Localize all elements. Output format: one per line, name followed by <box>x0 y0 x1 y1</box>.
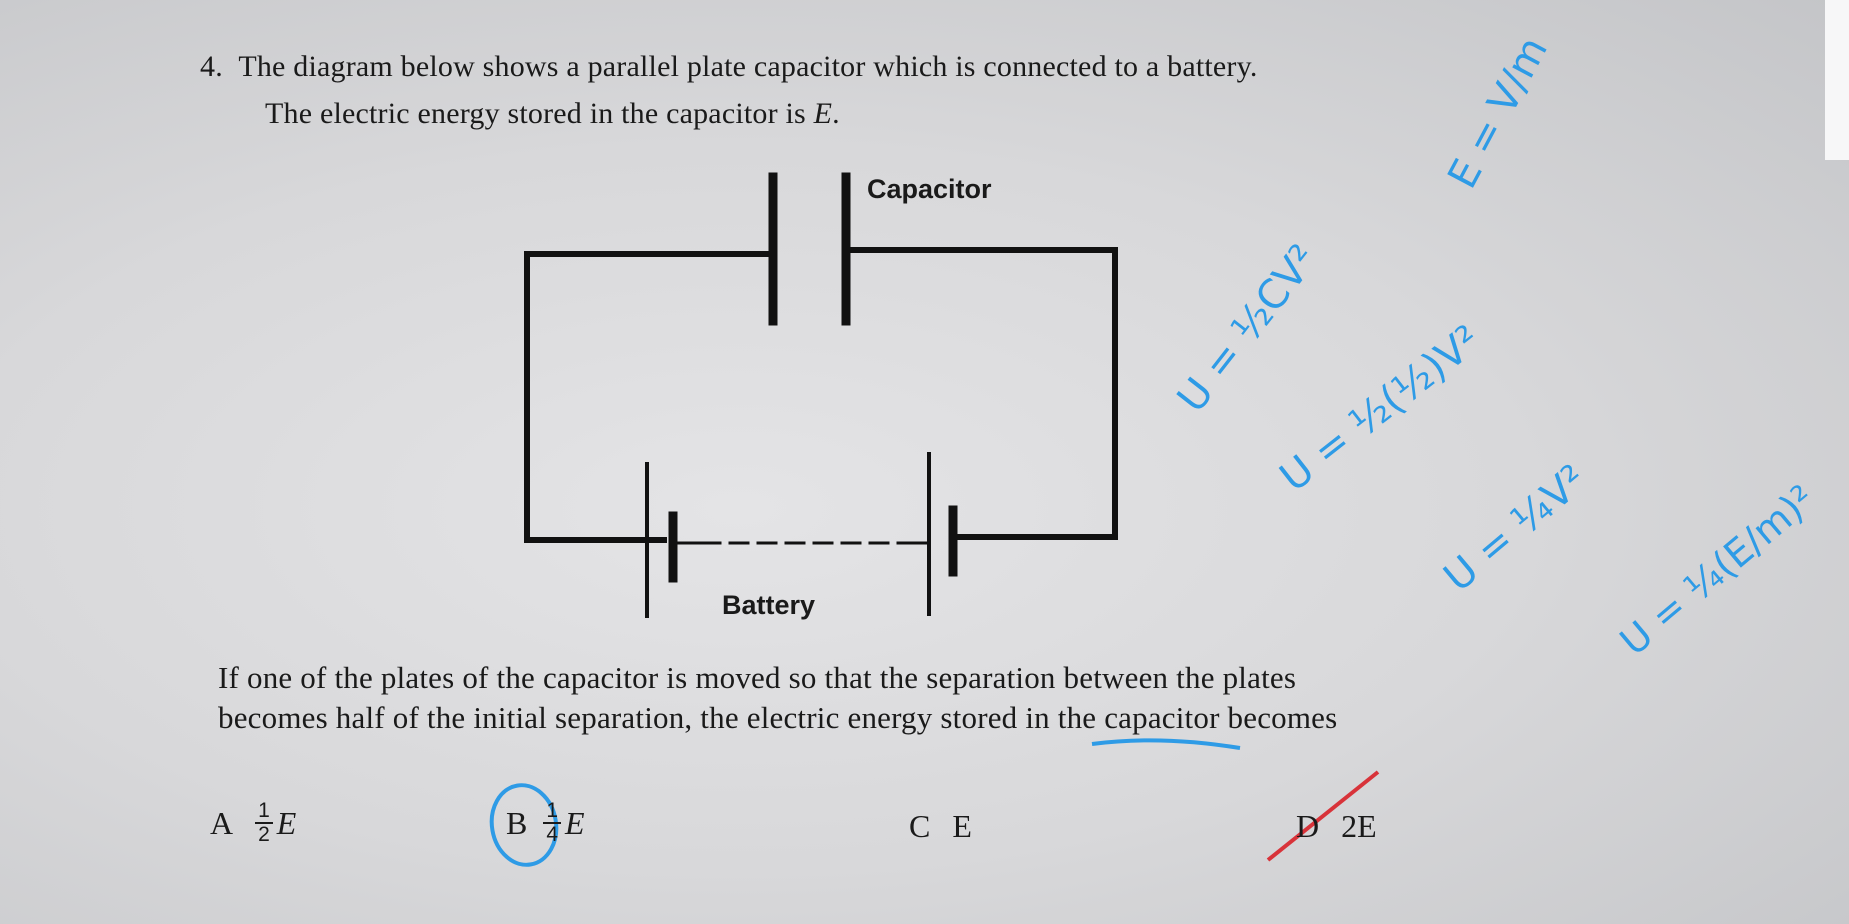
battery-label: Battery <box>722 590 816 620</box>
capacitor-label: Capacitor <box>867 174 992 204</box>
question-body-2: becomes half of the initial separation, … <box>218 700 1338 735</box>
option-d[interactable]: D 2E <box>1296 808 1377 844</box>
question-body-1: If one of the plates of the capacitor is… <box>218 660 1297 695</box>
option-c[interactable]: C E <box>909 808 972 844</box>
question-line-2: The electric energy stored in the capaci… <box>265 97 840 130</box>
underline-annotation <box>1091 738 1241 750</box>
wire-left <box>524 251 776 543</box>
circle-annotation-b <box>489 783 559 867</box>
page-edge <box>1825 0 1849 160</box>
wire-right <box>843 247 1118 540</box>
cross-annotation-d <box>1266 770 1380 862</box>
question-line-1: 4. The diagram below shows a parallel pl… <box>200 50 1258 83</box>
question-number: 4. <box>200 50 223 83</box>
